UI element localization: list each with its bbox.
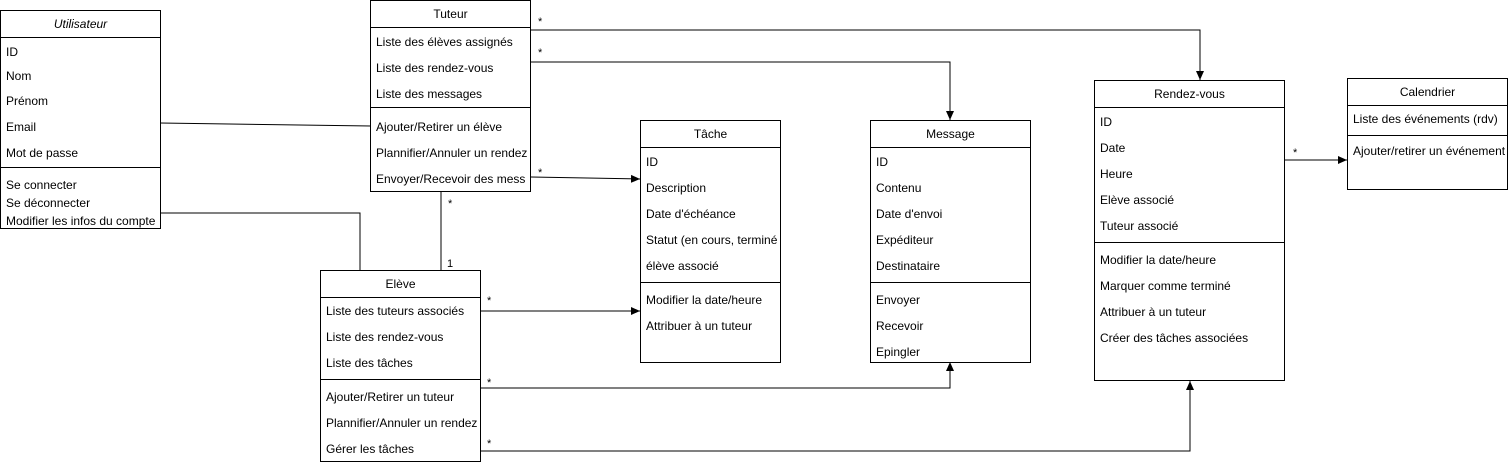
attribute: Date d'échéance (646, 207, 736, 221)
attributes-section: Liste des élèves assignés Liste des rend… (371, 28, 530, 108)
multiplicity-tuteur-eleve-top: * (448, 198, 453, 210)
arrow-tuteur-message (531, 61, 954, 120)
attributes-section: ID Contenu Date d'envoi Expéditeur Desti… (871, 148, 1030, 283)
methods-section: Ajouter/Retirer un tuteur Plannifier/Ann… (321, 380, 480, 461)
methods-section: Ajouter/Retirer un élève Plannifier/Annu… (371, 108, 530, 191)
class-eleve[interactable]: Elève Liste des tuteurs associés Liste d… (320, 270, 481, 462)
arrow-eleve-rendezvous (481, 381, 1194, 452)
method: Modifier la date/heure (646, 293, 763, 307)
attribute: Elève associé (1100, 193, 1175, 207)
multiplicity-eleve-message: * (487, 377, 492, 389)
multiplicity-tuteur-message: * (538, 47, 543, 59)
multiplicity-tuteur-eleve-bottom: 1 (447, 258, 454, 270)
class-title: Utilisateur (1, 11, 160, 38)
link-utilisateur-tuteur (159, 122, 372, 127)
methods-section: Ajouter/retirer un événement (1348, 136, 1507, 164)
class-utilisateur[interactable]: Utilisateur ID Nom Prénom Email Mot de p… (0, 10, 161, 229)
attribute: élève associé (646, 259, 719, 273)
method: Modifier les infos du compte (6, 214, 156, 228)
attribute: Tuteur associé (1100, 219, 1179, 233)
multiplicity-tuteur-rdv: * (538, 16, 543, 28)
method: Ajouter/Retirer un tuteur (326, 390, 455, 404)
class-title: Calendrier (1348, 79, 1507, 106)
attribute: ID (646, 155, 658, 169)
attributes-section: ID Date Heure Elève associé Tuteur assoc… (1095, 108, 1284, 243)
attribute: Liste des événements (rdv) (1353, 112, 1498, 126)
method: Ajouter/Retirer un élève (376, 120, 503, 134)
attribute: Liste des tuteurs associés (326, 304, 465, 318)
attribute: Date (1100, 141, 1126, 155)
attribute: Prénom (6, 94, 49, 108)
arrow-tuteur-rendezvous (531, 29, 1204, 80)
attribute: Liste des élèves assignés (376, 35, 513, 49)
class-title: Rendez-vous (1095, 81, 1284, 108)
link-utilisateur-eleve (160, 212, 361, 270)
method: Envoyer/Recevoir des mess (376, 172, 526, 186)
methods-section: Se connecter Se déconnecter Modifier les… (1, 168, 160, 228)
methods-section: Envoyer Recevoir Epingler (871, 283, 1030, 362)
attribute: ID (1100, 115, 1112, 129)
attribute: Liste des tâches (326, 356, 413, 370)
attributes-section: Liste des événements (rdv) (1348, 106, 1507, 136)
arrow-eleve-message (481, 362, 954, 389)
multiplicity-rdv-calendrier: * (1293, 147, 1298, 159)
multiplicity-eleve-rdv: * (487, 438, 492, 450)
attribute: Liste des rendez-vous (326, 330, 444, 344)
multiplicity-tuteur-tache: * (538, 167, 543, 179)
class-tuteur[interactable]: Tuteur Liste des élèves assignés Liste d… (370, 0, 531, 192)
attribute: Liste des rendez-vous (376, 61, 494, 75)
method: Plannifier/Annuler un rendez (376, 146, 528, 160)
method: Créer des tâches associées (1100, 331, 1249, 345)
attribute: ID (876, 155, 888, 169)
attribute: Statut (en cours, terminé (646, 233, 778, 247)
method: Plannifier/Annuler un rendez (326, 416, 478, 430)
method: Modifier la date/heure (1100, 253, 1217, 267)
method: Attribuer à un tuteur (646, 319, 753, 333)
attribute: Liste des messages (376, 87, 483, 101)
class-message[interactable]: Message ID Contenu Date d'envoi Expédite… (870, 120, 1031, 363)
multiplicity-eleve-tache: * (487, 295, 492, 307)
attribute: Mot de passe (6, 146, 79, 160)
class-calendrier[interactable]: Calendrier Liste des événements (rdv) Aj… (1347, 78, 1508, 190)
class-title: Elève (321, 271, 480, 298)
methods-section: Modifier la date/heure Marquer comme ter… (1095, 243, 1284, 351)
method: Gérer les tâches (326, 442, 415, 456)
arrow-tuteur-tache (530, 174, 641, 183)
method: Marquer comme terminé (1100, 279, 1231, 293)
class-title: Message (871, 121, 1030, 148)
attributes-section: Liste des tuteurs associés Liste des ren… (321, 298, 480, 380)
class-title: Tuteur (371, 1, 530, 28)
attributes-section: ID Description Date d'échéance Statut (e… (641, 148, 780, 283)
method: Epingler (876, 345, 921, 359)
attribute: Expéditeur (876, 233, 934, 247)
attributes-section: ID Nom Prénom Email Mot de passe (1, 38, 160, 168)
method: Se connecter (6, 178, 77, 192)
attribute: Nom (6, 69, 32, 83)
methods-section: Modifier la date/heure Attribuer à un tu… (641, 283, 780, 339)
method: Envoyer (876, 293, 921, 307)
attribute: ID (6, 45, 18, 59)
method: Recevoir (876, 319, 924, 333)
attribute: Date d'envoi (876, 207, 943, 221)
class-rendezvous[interactable]: Rendez-vous ID Date Heure Elève associé … (1094, 80, 1285, 381)
method: Se déconnecter (6, 196, 91, 210)
class-tache[interactable]: Tâche ID Description Date d'échéance Sta… (640, 120, 781, 363)
attribute: Contenu (876, 181, 922, 195)
attribute: Destinataire (876, 259, 941, 273)
attribute: Email (6, 120, 37, 134)
attribute: Heure (1100, 167, 1133, 181)
method: Ajouter/retirer un événement (1353, 144, 1506, 158)
class-title: Tâche (641, 121, 780, 148)
attribute: Description (646, 181, 707, 195)
method: Attribuer à un tuteur (1100, 305, 1207, 319)
